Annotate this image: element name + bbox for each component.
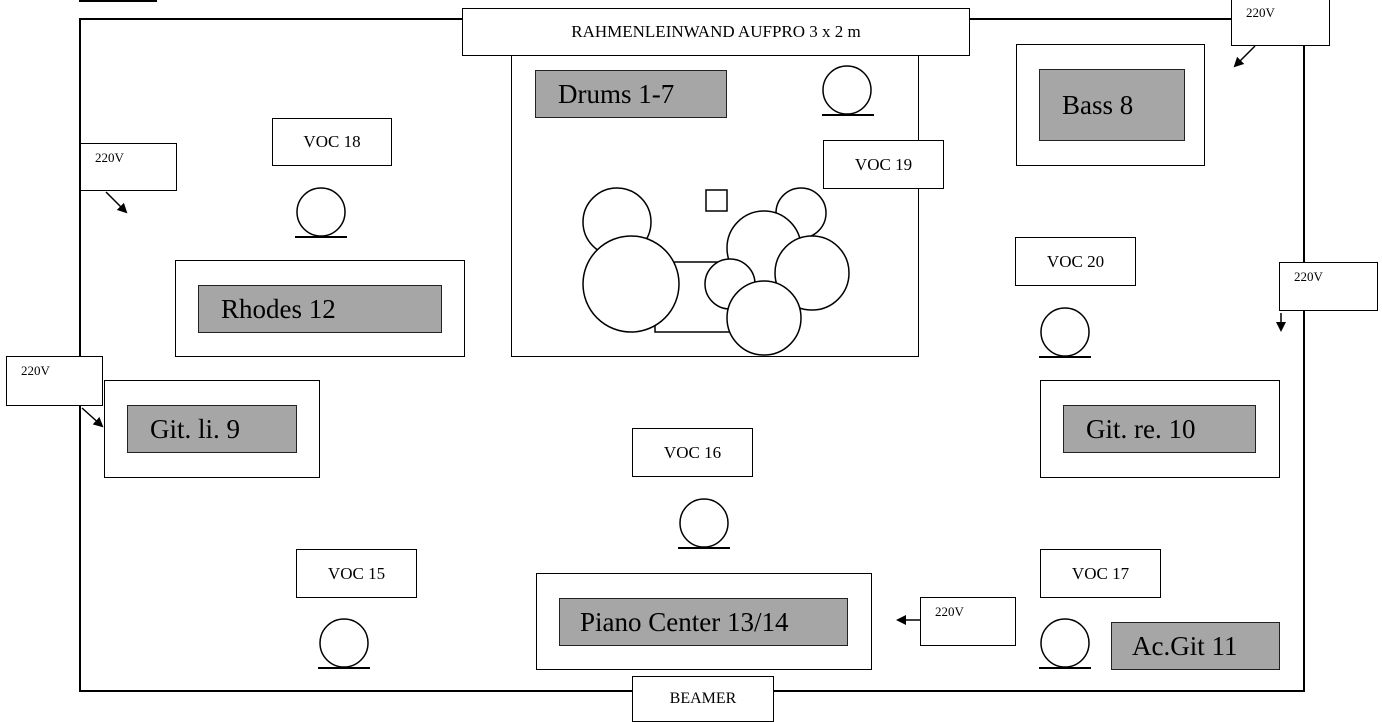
beamer-label: BEAMER [632, 676, 774, 722]
power-label-top-right: 220V [1231, 0, 1330, 46]
power-label-left-upper: 220V [80, 143, 177, 191]
acgit-label: Ac.Git 11 [1111, 622, 1280, 670]
drums-label: Drums 1-7 [535, 70, 727, 118]
drum-kick [726, 280, 802, 356]
git-right-label: Git. re. 10 [1063, 405, 1256, 453]
drum-floor-tom [582, 235, 680, 333]
power-label-piano: 220V [920, 597, 1016, 646]
voc16-label: VOC 16 [632, 428, 753, 477]
voc17-label: VOC 17 [1040, 549, 1161, 598]
monitor-voc16 [678, 498, 730, 549]
monitor-voc15 [318, 618, 370, 669]
power-arrow-top-right [1233, 45, 1256, 68]
git-left-label: Git. li. 9 [127, 405, 297, 453]
monitor-voc17 [1039, 618, 1091, 669]
voc15-label: VOC 15 [296, 549, 417, 598]
power-arrow-left-upper [105, 191, 128, 214]
power-label-right: 220V [1279, 262, 1378, 311]
bass-label: Bass 8 [1039, 69, 1185, 141]
voc20-label: VOC 20 [1015, 237, 1136, 286]
voc19-label: VOC 19 [823, 140, 944, 189]
screen-label: RAHMENLEINWAND AUFPRO 3 x 2 m [462, 8, 970, 56]
power-arrow-left-lower [81, 407, 104, 428]
voc18-label: VOC 18 [272, 118, 392, 166]
power-label-left-lower: 220V [6, 356, 103, 406]
drum-throne [705, 189, 728, 212]
monitor-drums [822, 65, 874, 116]
monitor-voc20 [1039, 307, 1091, 358]
rhodes-label: Rhodes 12 [198, 285, 442, 333]
monitor-voc18 [295, 187, 347, 238]
piano-label: Piano Center 13/14 [559, 598, 848, 646]
top-clip-line [79, 0, 157, 2]
drum-cymbal-right [774, 235, 850, 311]
